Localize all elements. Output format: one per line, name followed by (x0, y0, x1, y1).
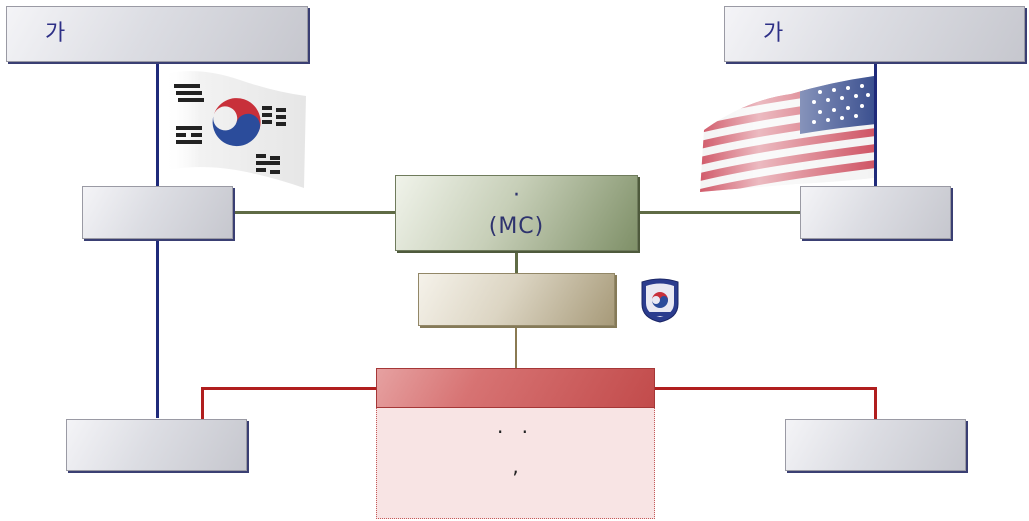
right-header-box: 가 (724, 6, 1025, 62)
org-box-body: · · , (376, 408, 655, 519)
mc-box: · (MC) (395, 175, 638, 251)
mc-box-line1: · (513, 183, 520, 208)
red-left-horizontal (201, 387, 376, 390)
left-side-box (82, 186, 233, 239)
red-left-vertical (201, 387, 204, 419)
org-box-line1: · · (496, 420, 535, 444)
red-right-vertical (874, 387, 877, 419)
right-horizontal-connector (638, 211, 800, 214)
left-header-box: 가 (6, 6, 308, 62)
left-horizontal-connector (233, 211, 395, 214)
bottom-right-box (785, 419, 966, 471)
left-vertical-line (156, 62, 159, 418)
red-right-horizontal (655, 387, 877, 390)
org-box-header (376, 368, 655, 408)
left-header-label: 가 (45, 21, 66, 46)
korea-flag-icon (164, 71, 306, 188)
org-box-line2: , (512, 454, 519, 478)
usa-flag-icon (700, 76, 874, 192)
right-header-label: 가 (763, 21, 784, 46)
bottom-left-box (66, 419, 247, 471)
unit-emblem-icon (641, 278, 679, 323)
middle-box (418, 273, 615, 326)
right-side-box (800, 186, 951, 239)
mc-to-middle-connector (515, 251, 518, 273)
mc-box-line2: (MC) (488, 214, 545, 239)
middle-to-red-connector (515, 326, 517, 368)
right-vertical-line (874, 62, 877, 186)
